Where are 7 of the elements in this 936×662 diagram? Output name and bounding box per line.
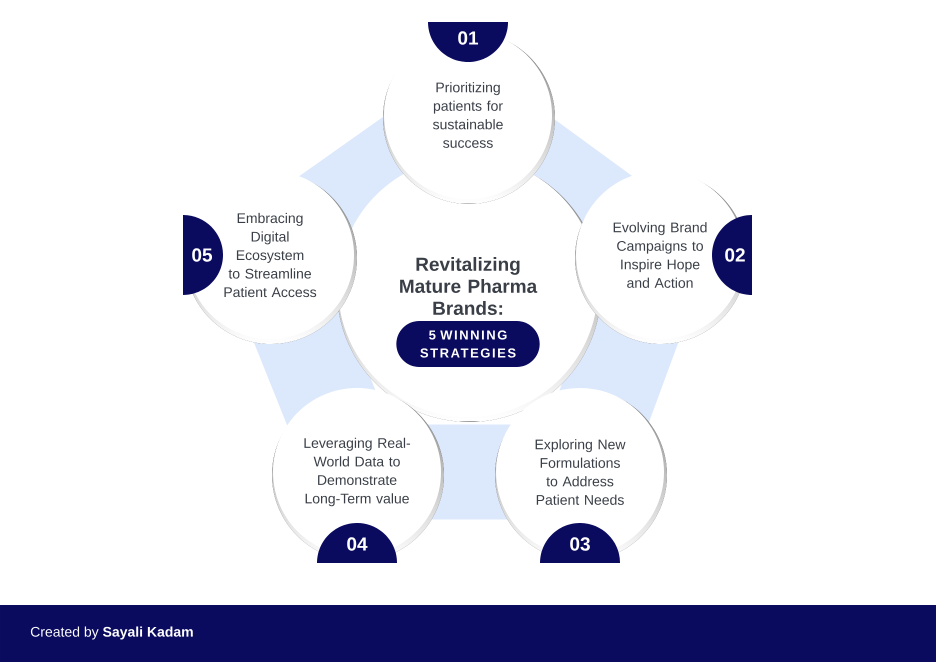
number-badge: 04 (317, 523, 397, 563)
number-badge: 05 (183, 215, 223, 295)
number-badge: 01 (428, 22, 508, 62)
footer-band: Created by Sayali Kadam (0, 605, 936, 662)
number-badge: 02 (712, 215, 752, 295)
number-badge: 03 (540, 523, 620, 563)
title-pill: 5 WINNING STRATEGIES (396, 321, 540, 367)
